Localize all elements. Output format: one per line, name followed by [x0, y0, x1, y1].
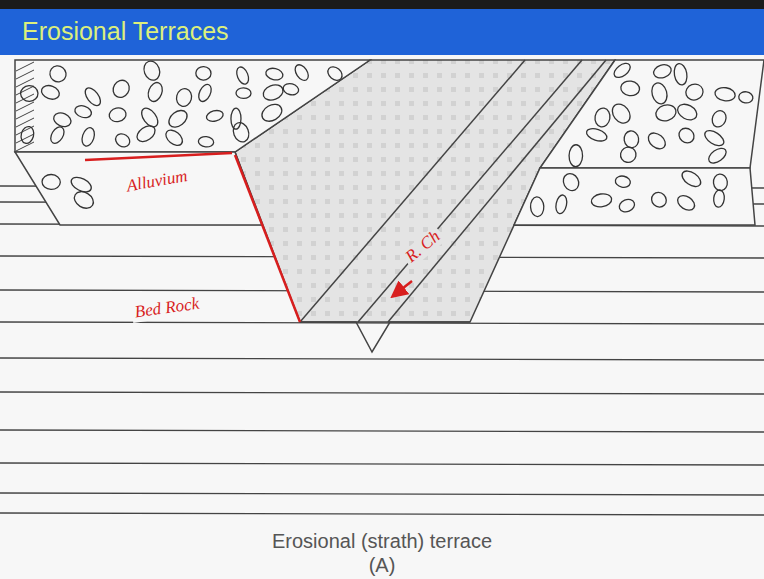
pebble: [175, 87, 194, 108]
pebble: [617, 197, 636, 214]
pebble: [20, 85, 38, 101]
top-strip: [0, 0, 764, 9]
header-bar: [0, 9, 764, 55]
pebble: [282, 82, 300, 96]
pebble: [196, 82, 214, 103]
bedrock-wall-trace: [235, 155, 300, 322]
pebble: [205, 109, 224, 123]
bedrock-line: [0, 358, 764, 360]
channel-pointer: [393, 281, 412, 296]
pebble: [71, 188, 96, 211]
pebble: [649, 189, 670, 210]
annotation-label: Bed Rock: [131, 294, 204, 322]
pebble: [713, 173, 729, 191]
pebble: [48, 125, 67, 146]
pebble: [554, 194, 568, 215]
pebble: [19, 125, 35, 145]
slide-title: Erosional Terraces: [22, 17, 229, 46]
pebble: [609, 101, 634, 127]
bedrock-line: [0, 463, 764, 465]
pebble: [530, 197, 544, 217]
bedrock-line: [0, 493, 764, 495]
pebble: [560, 171, 581, 193]
pebble: [40, 83, 62, 101]
pebble: [80, 126, 97, 147]
pebble: [594, 107, 612, 128]
pebble: [110, 77, 132, 100]
right-terrace-top: [540, 60, 764, 168]
pebble: [675, 193, 697, 213]
hatch-mark: [16, 118, 34, 127]
pebble: [236, 88, 251, 99]
bedrock-line: [0, 392, 764, 394]
alluvium-trace: [85, 153, 232, 160]
pebble: [654, 103, 678, 124]
valley-back-edge: [300, 60, 525, 322]
pebble: [42, 174, 61, 189]
pebble: [146, 81, 165, 104]
alluvium-pebbles: [19, 59, 753, 217]
pebble: [706, 145, 729, 166]
pebble: [614, 175, 631, 189]
pebble: [569, 145, 583, 167]
channel-edge: [388, 60, 606, 322]
pebble: [163, 127, 185, 148]
pebble: [265, 67, 284, 82]
pebble: [47, 63, 70, 85]
left-terrace-top: [15, 60, 370, 152]
hatch-mark: [16, 70, 34, 79]
pebble: [292, 62, 311, 82]
hatch-mark: [16, 110, 34, 119]
pebble: [52, 110, 74, 129]
pebble: [261, 82, 285, 103]
pebble: [676, 125, 697, 146]
pebble: [612, 61, 633, 81]
hatch-mark: [16, 102, 34, 111]
figure-letter: (A): [0, 554, 764, 577]
pebble: [108, 106, 127, 123]
pebble: [166, 107, 191, 130]
pebble: [113, 131, 132, 149]
pebble: [713, 189, 725, 207]
pebble: [623, 130, 640, 149]
pebble: [231, 120, 252, 144]
pebble: [141, 59, 162, 83]
pebble: [650, 81, 670, 105]
pebble: [618, 144, 639, 165]
figure-caption: Erosional (strath) terrace: [0, 530, 764, 553]
pebble: [673, 63, 689, 86]
hatch-mark: [16, 62, 34, 71]
annotations: [85, 153, 412, 322]
pebble: [198, 136, 214, 148]
pebble: [196, 66, 212, 80]
pebble: [231, 108, 241, 129]
bedrock-line: [0, 513, 764, 515]
pebble: [585, 126, 608, 143]
bedrock-line: [0, 430, 764, 432]
pebble: [738, 91, 754, 104]
pebble: [675, 101, 700, 123]
pebble: [679, 168, 703, 190]
pebble: [710, 109, 729, 130]
pebble: [73, 104, 93, 120]
pebble: [714, 86, 736, 102]
left-alluvium-face: [15, 152, 262, 225]
pebble: [259, 101, 285, 125]
edge-hatching: [16, 62, 34, 151]
pebble: [325, 64, 345, 83]
pebble: [620, 80, 641, 97]
pebble: [234, 65, 250, 86]
right-alluvium-face: [514, 168, 755, 225]
pebble: [82, 85, 103, 108]
pebble: [702, 128, 726, 149]
pebble: [652, 62, 673, 80]
pebble: [684, 82, 706, 103]
channel-section: [300, 322, 470, 352]
pebble: [645, 130, 668, 152]
pebble: [590, 192, 612, 208]
pebble: [134, 123, 158, 145]
